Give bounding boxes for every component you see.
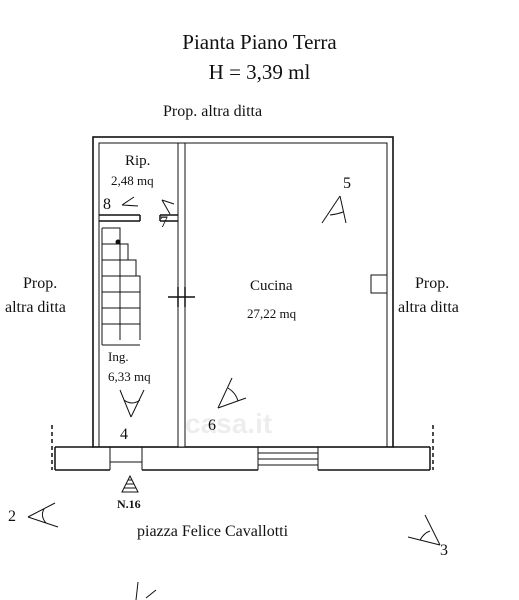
rip-area: 2,48 mq bbox=[111, 173, 154, 188]
rip-name: Rip. bbox=[125, 153, 151, 169]
cucina-area: 27,22 mq bbox=[247, 306, 297, 321]
neighbor-left-line2: altra ditta bbox=[5, 299, 66, 316]
wall-niche bbox=[370, 274, 388, 294]
view-marker-4 bbox=[119, 389, 145, 418]
view-number-8: 8 bbox=[103, 196, 111, 213]
neighbor-right-line1: Prop. bbox=[415, 275, 450, 292]
view-number-5: 5 bbox=[343, 175, 351, 192]
neighbor-top-label: Prop. altra ditta bbox=[163, 103, 263, 120]
view-marker-bottom bbox=[135, 581, 157, 600]
cucina-name: Cucina bbox=[250, 278, 293, 294]
view-marker-6 bbox=[217, 377, 247, 409]
watermark: casa.it bbox=[185, 408, 273, 439]
entrance-marker bbox=[121, 474, 139, 493]
interior-wall bbox=[177, 142, 186, 448]
street-name: piazza Felice Cavallotti bbox=[137, 523, 289, 540]
neighbor-left-line1: Prop. bbox=[23, 275, 58, 292]
staircase bbox=[101, 227, 141, 346]
kitchen-steps bbox=[257, 447, 319, 470]
view-marker-8 bbox=[121, 196, 139, 207]
street-edge bbox=[51, 425, 434, 471]
height-label: H = 3,39 ml bbox=[208, 60, 311, 84]
view-marker-2 bbox=[27, 502, 59, 528]
outer-walls bbox=[92, 136, 394, 448]
interior-door bbox=[168, 287, 195, 307]
view-marker-5 bbox=[321, 195, 347, 224]
neighbor-right-line2: altra ditta bbox=[398, 299, 459, 316]
view-number-3: 3 bbox=[440, 542, 448, 559]
ing-name: Ing. bbox=[108, 349, 129, 364]
view-marker-7 bbox=[161, 199, 175, 215]
ing-area: 6,33 mq bbox=[108, 369, 151, 384]
view-number-2: 2 bbox=[8, 508, 16, 525]
plan-title: Pianta Piano Terra bbox=[182, 30, 337, 54]
ripostiglio-wall bbox=[99, 214, 178, 222]
view-number-6: 6 bbox=[208, 417, 216, 434]
entrance-door bbox=[109, 447, 143, 470]
view-number-7: 7 bbox=[160, 214, 168, 231]
view-marker-3 bbox=[407, 514, 441, 546]
entrance-label: N.16 bbox=[117, 497, 141, 511]
view-number-4: 4 bbox=[120, 426, 128, 443]
